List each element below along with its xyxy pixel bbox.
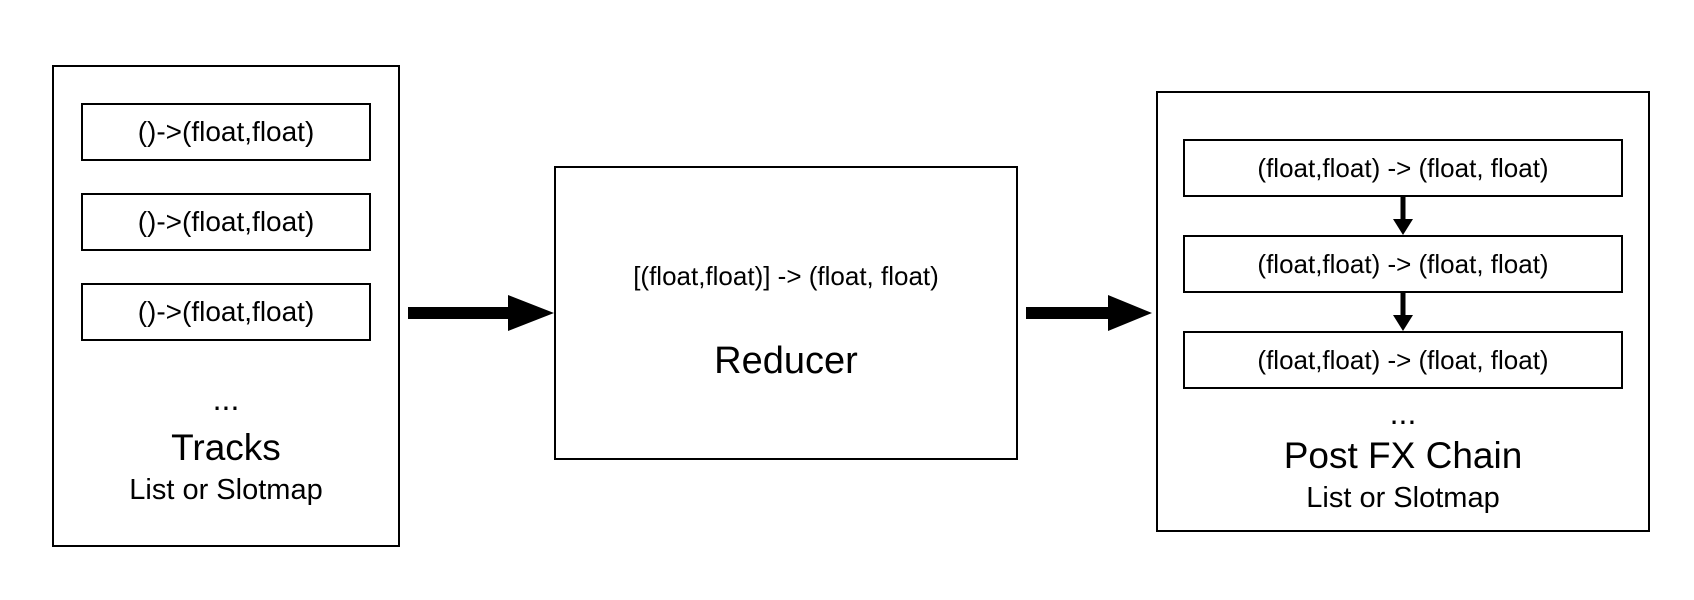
- reducer-box: [(float,float)] -> (float, float) Reduce…: [554, 166, 1018, 460]
- track-function-box-2: ()->(float,float): [81, 193, 371, 251]
- tracks-box: ()->(float,float) ()->(float,float) ()->…: [52, 65, 400, 547]
- flow-arrow-reducer-to-postfx-icon: [1026, 295, 1152, 331]
- postfx-function-signature-2: (float,float) -> (float, float): [1257, 248, 1549, 279]
- postfx-function-box-3: (float,float) -> (float, float): [1183, 331, 1623, 389]
- tracks-title: Tracks: [171, 427, 281, 468]
- flow-arrow-tracks-to-reducer-icon: [408, 295, 554, 331]
- track-function-box-3: ()->(float,float): [81, 283, 371, 341]
- postfx-title: Post FX Chain: [1283, 435, 1523, 476]
- chain-arrow-down-icon: [1393, 293, 1413, 331]
- tracks-subtitle: List or Slotmap: [129, 474, 323, 506]
- track-function-signature-3: ()->(float,float): [137, 296, 315, 327]
- postfx-function-box-2: (float,float) -> (float, float): [1183, 235, 1623, 293]
- postfx-subtitle: List or Slotmap: [1306, 482, 1500, 514]
- tracks-ellipsis: ...: [212, 381, 240, 417]
- chain-arrow-down-icon: [1393, 197, 1413, 235]
- postfx-box: (float,float) -> (float, float) (float,f…: [1156, 91, 1650, 532]
- track-function-signature-2: ()->(float,float): [137, 206, 315, 237]
- track-function-box-1: ()->(float,float): [81, 103, 371, 161]
- reducer-title: Reducer: [714, 340, 858, 382]
- postfx-function-box-1: (float,float) -> (float, float): [1183, 139, 1623, 197]
- postfx-function-signature-1: (float,float) -> (float, float): [1257, 152, 1549, 183]
- track-function-signature-1: ()->(float,float): [137, 116, 315, 147]
- postfx-ellipsis: ...: [1389, 395, 1417, 431]
- reducer-signature: [(float,float)] -> (float, float): [633, 261, 939, 291]
- postfx-function-signature-3: (float,float) -> (float, float): [1257, 344, 1549, 375]
